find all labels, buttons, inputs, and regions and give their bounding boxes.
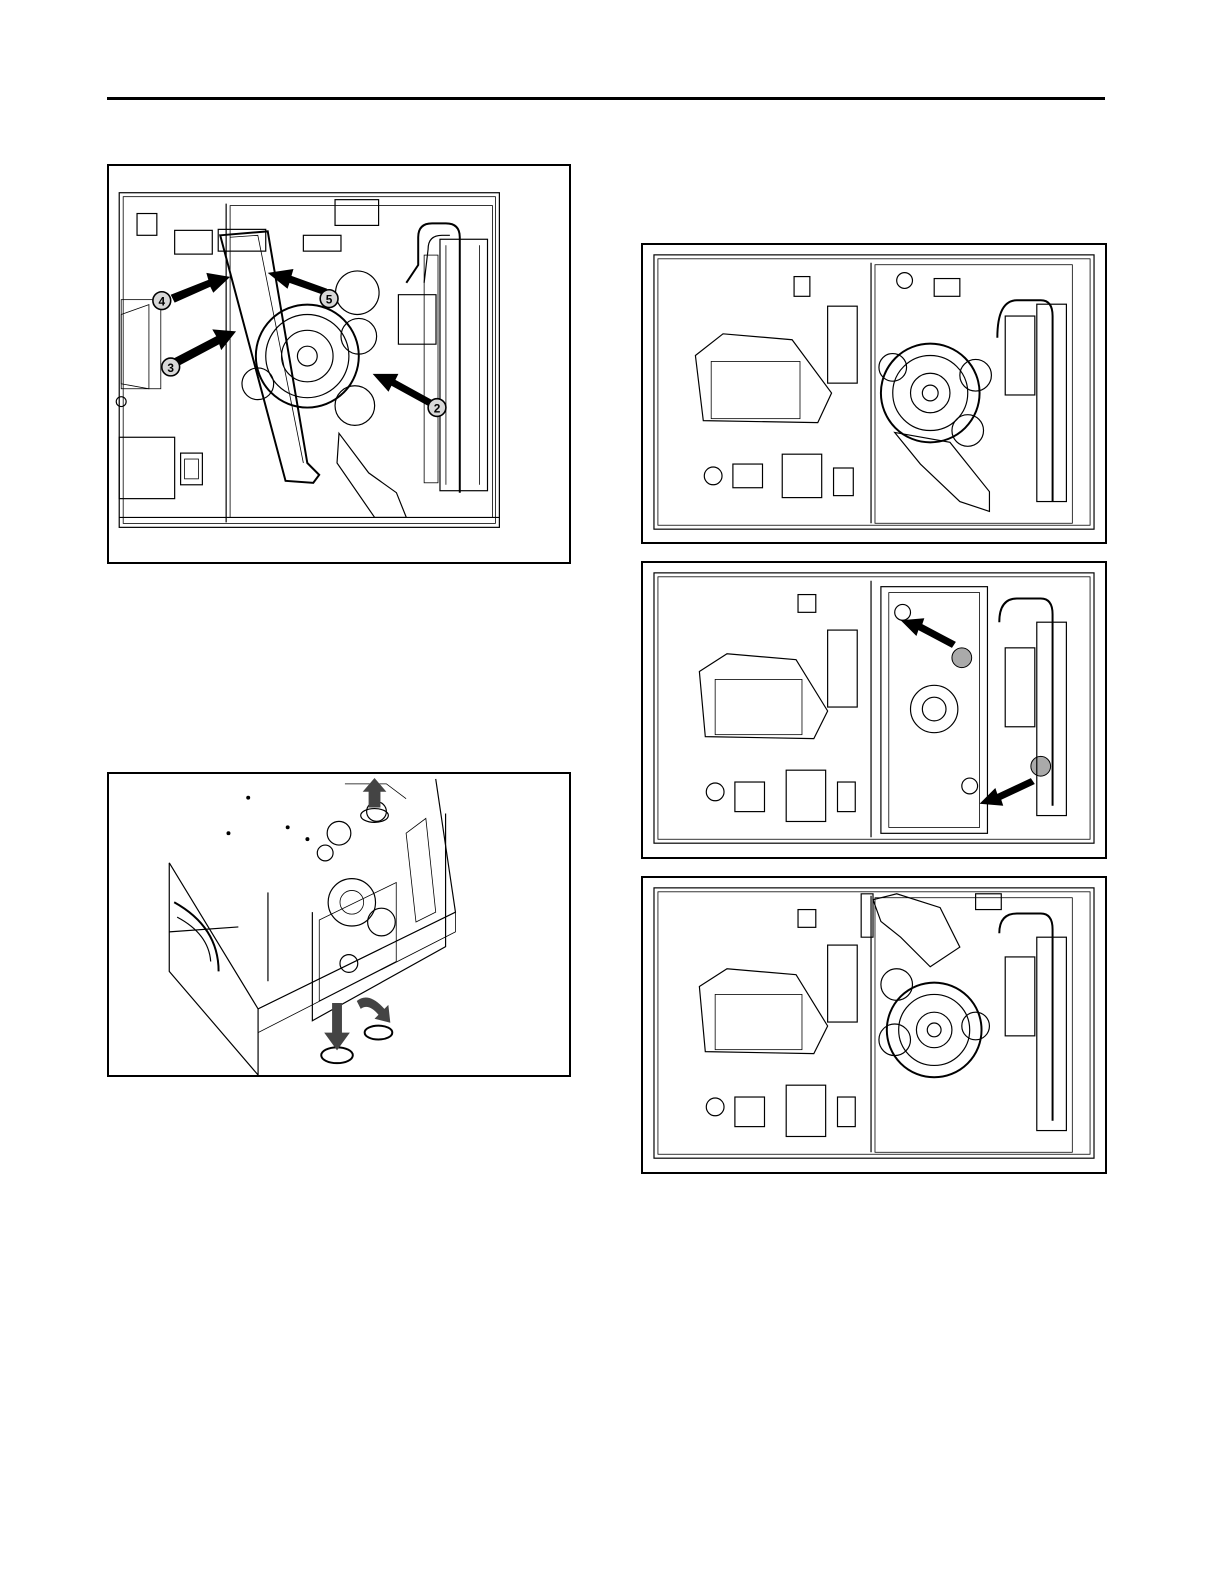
figure-inducer-removal: 4 3 5 2: [107, 164, 571, 564]
callout-3: 3: [162, 358, 180, 376]
figure-inducer-removed-plugs: [641, 561, 1107, 859]
callout-5-label: 5: [326, 293, 333, 307]
callout-2-label: 2: [434, 402, 441, 416]
furnace-cabinet-isometric-drawing: [109, 774, 569, 1075]
figure-inducer-installed: [641, 243, 1107, 544]
callout-3-label: 3: [167, 361, 174, 375]
furnace-front-view-inducer-installed-drawing: [643, 245, 1105, 542]
figure-cabinet-isometric: [107, 772, 571, 1077]
callout-arrows: [171, 269, 435, 408]
callout-5: 5: [320, 290, 338, 308]
callout-4: 4: [153, 292, 171, 310]
header-rule: [107, 97, 1105, 100]
furnace-front-view-drawing: 4 3 5 2: [109, 166, 569, 562]
figure-inducer-rotated: [641, 876, 1107, 1174]
callout-2: 2: [428, 399, 446, 417]
callout-4-label: 4: [158, 295, 165, 309]
furnace-front-view-inducer-rotated-drawing: [643, 878, 1105, 1172]
furnace-front-view-inducer-removed-drawing: [643, 563, 1105, 857]
